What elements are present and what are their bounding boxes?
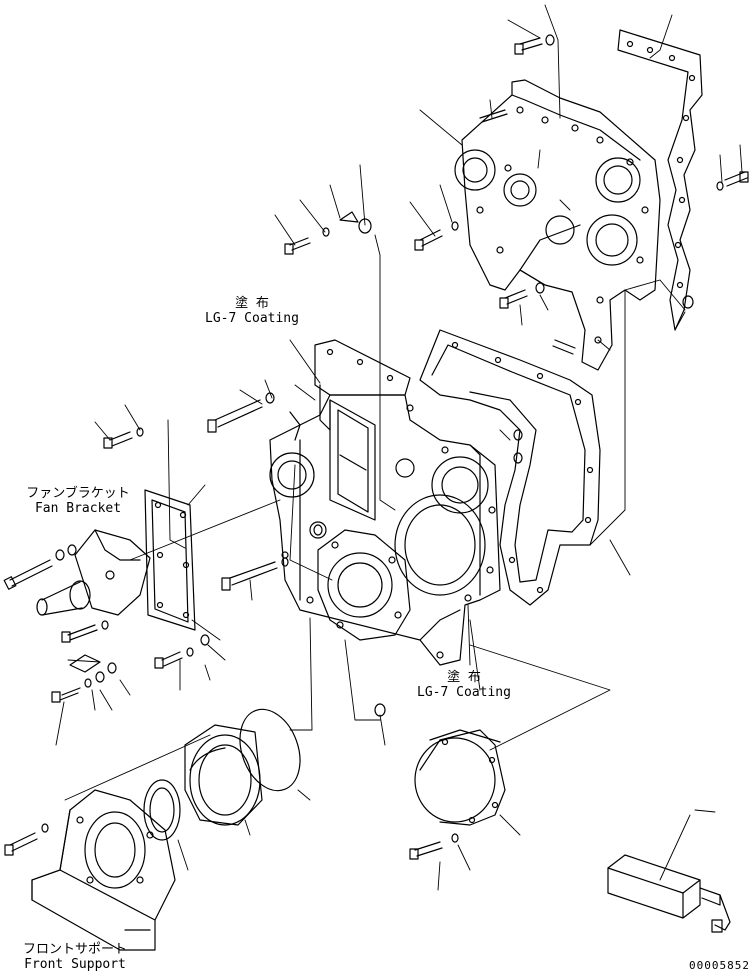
front-support-label-jp: フロントサポート	[22, 942, 127, 957]
coating-label-top-en: LG-7 Coating	[205, 311, 299, 326]
tool-shaft	[608, 855, 730, 932]
front-support-label: フロントサポート Front Support	[12, 942, 138, 972]
fan-bracket	[37, 530, 150, 615]
front-cover-seal-parts	[5, 701, 505, 859]
front-gear-case	[270, 395, 500, 665]
coating-label-top: 塗 布 LG-7 Coating	[190, 296, 314, 326]
coating-label-bottom-en: LG-7 Coating	[417, 685, 511, 700]
coating-label-bottom: 塗 布 LG-7 Coating	[404, 670, 524, 700]
drawing-number: 00005852	[689, 959, 750, 972]
front-support-label-en: Front Support	[24, 957, 126, 972]
center-bolts	[155, 35, 748, 716]
top-cover-plate	[315, 340, 410, 520]
fan-bracket-label-jp: ファンブラケット	[26, 486, 130, 501]
fan-bracket-label-en: Fan Bracket	[34, 501, 122, 516]
fan-bracket-gasket	[145, 490, 195, 630]
leader-lines	[56, 5, 742, 890]
gear-case-cover	[455, 80, 660, 370]
front-seal-housing	[318, 530, 410, 640]
rear-cover-gasket	[618, 30, 702, 330]
fan-bracket-bolts	[4, 428, 143, 702]
coating-label-bottom-jp: 塗 布	[447, 670, 481, 685]
coating-label-top-jp: 塗 布	[235, 296, 269, 311]
fan-bracket-label: ファンブラケット Fan Bracket	[20, 486, 136, 516]
front-support	[32, 790, 175, 950]
front-case-gasket	[420, 330, 600, 605]
